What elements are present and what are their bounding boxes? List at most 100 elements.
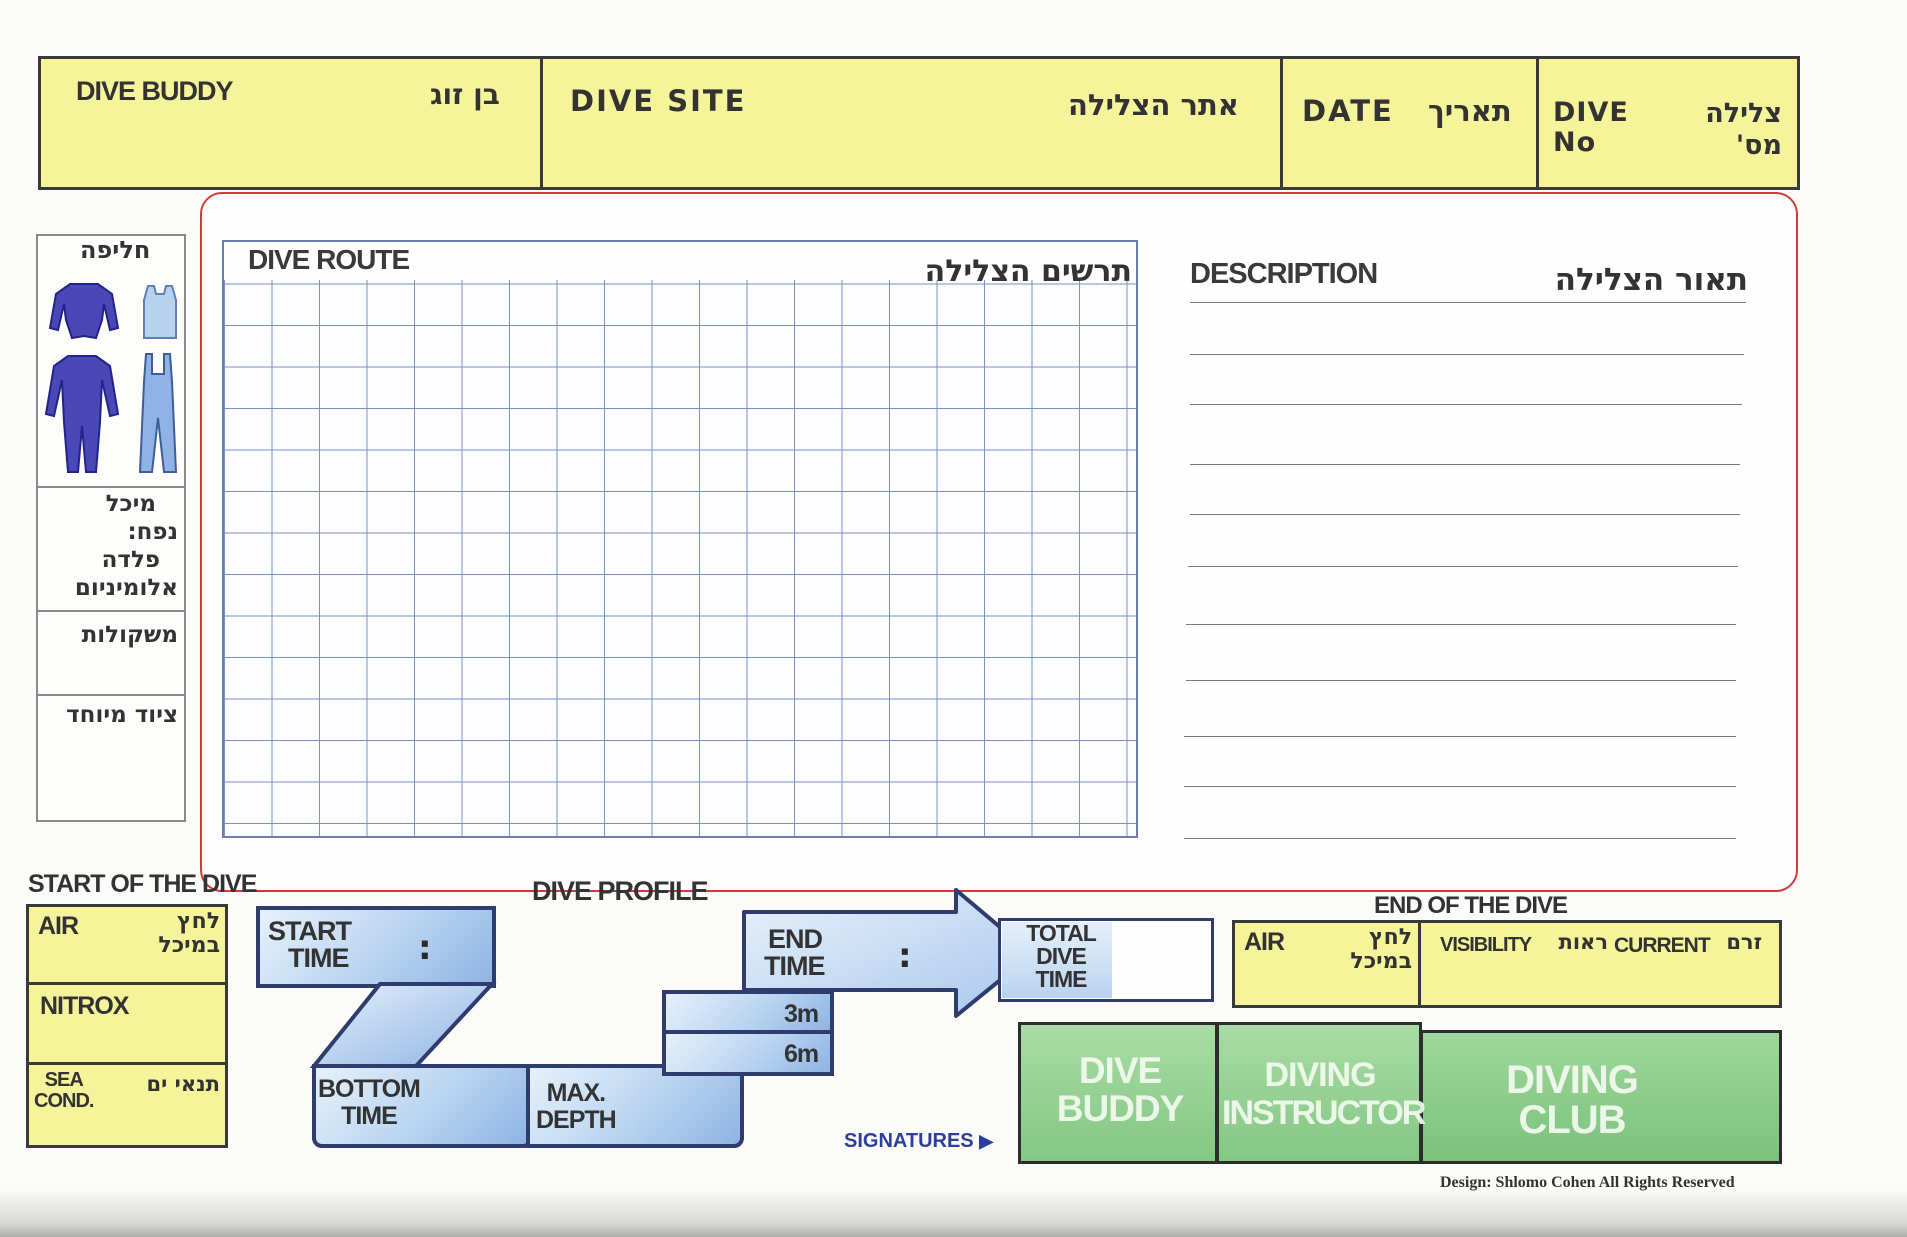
diving-club-signature-line2: CLUB [1518,1098,1626,1142]
end-time-arrow[interactable] [740,886,1040,1022]
description-line [1190,302,1746,303]
equipment-divider-1 [38,486,184,488]
special-equipment-label: ציוד מיוחד [66,702,178,728]
tank-steel-label: פלדה [101,547,160,573]
max-depth-box[interactable] [526,1064,744,1148]
dive-no-label: DIVE No [1553,98,1629,158]
dive-route-label-he: תרשים הצלילה [924,254,1132,289]
vest-icon [143,285,177,339]
current-label: CURRENT [1614,934,1711,957]
total-dive-time-label-line1: TOTAL [1026,920,1097,946]
design-credit: Design: Shlomo Cohen All Rights Reserved [1440,1174,1735,1191]
end-air-label-he: לחץ במיכל [1320,926,1412,974]
visibility-current-field[interactable] [1426,966,1776,1002]
arrow-right-icon: ▶ [979,1131,994,1151]
tank-volume-label: נפח: [127,519,178,545]
dive-route-grid[interactable] [222,240,1138,838]
dive-buddy-signature-label: DIVE BUDDY [1040,1052,1200,1128]
max-depth-label-line2: DEPTH [536,1106,617,1134]
descent-path [309,982,497,1068]
diving-instructor-signature-line2: INSTRUCTOR [1222,1094,1426,1132]
description-label: DESCRIPTION [1190,258,1378,290]
description-field[interactable] [1186,300,1746,840]
dive-no-label-he: צלילה מס' [1686,98,1782,162]
total-dive-time-label-line3: TIME [1035,966,1088,992]
start-time-label-line2: TIME [288,943,350,973]
description-line [1186,680,1736,681]
wetsuit-full-icon [44,355,120,473]
paper-edge-shadow [0,1190,1907,1237]
date-label: DATE [1302,94,1394,128]
header-bar [38,56,1800,190]
end-air-label-he-line1: לחץ [1369,925,1412,950]
dive-site-label-he: אתר הצלילה [1068,88,1239,122]
end-air-label-he-line2: במיכל [1350,949,1412,974]
description-line [1186,624,1736,625]
end-time-label-line2: TIME [764,951,825,981]
nitrox-field[interactable] [34,1024,220,1058]
dive-no-label-he-line2: מס' [1735,130,1782,161]
max-depth-label: MAX. DEPTH [536,1080,617,1134]
sea-cond-label-line1: SEA [44,1069,84,1091]
end-of-dive-title: END OF THE DIVE [1374,892,1568,919]
dive-route-label: DIVE ROUTE [248,244,410,275]
bottom-time-box[interactable] [312,1064,530,1148]
diving-instructor-signature-line1: DIVING [1264,1056,1376,1094]
description-line [1190,404,1742,405]
description-label-he: תאור הצלילה [1554,262,1748,298]
header-divider-2 [1280,58,1283,188]
dive-no-label-line1: DIVE [1553,97,1629,128]
end-air-field[interactable] [1240,976,1412,1002]
sea-cond-field[interactable] [34,1114,220,1142]
header-divider-1 [540,58,543,188]
suit-label: חליפה [80,236,151,264]
bottom-time-label-line1: BOTTOM [318,1075,421,1103]
description-line [1190,354,1744,355]
description-line [1184,786,1736,787]
signatures-text: SIGNATURES [844,1130,974,1152]
diving-club-signature-line1: DIVING [1506,1058,1639,1102]
start-of-dive-title: START OF THE DIVE [28,870,257,898]
stop-6m-label: 6m [784,1040,819,1068]
dive-buddy-signature[interactable] [1018,1022,1218,1164]
end-time-label: END TIME [764,926,825,980]
weights-label: משקולות [81,622,178,648]
dive-route-header [224,242,1136,280]
end-time-label-line1: END [768,924,823,954]
visibility-label-he: ראות [1558,930,1609,954]
description-line [1184,736,1736,737]
total-dive-time-label: TOTAL DIVE TIME [1016,922,1106,991]
total-dive-time-label-line2: DIVE [1036,943,1087,969]
start-time-colon: : [418,928,432,968]
farmer-john-icon [138,353,178,473]
total-dive-time-tab [1002,922,1112,998]
start-air-label-he-line1: לחץ [177,909,220,934]
end-time-colon: : [898,936,912,976]
diving-instructor-signature[interactable] [1216,1022,1422,1164]
description-line [1188,566,1738,567]
end-divider [1418,922,1421,1006]
start-of-dive-panel [26,904,228,1148]
description-line [1190,464,1740,465]
start-air-field[interactable] [34,958,220,980]
date-field[interactable] [1296,136,1522,180]
dive-buddy-signature-line1: DIVE [1078,1050,1162,1091]
description-line [1190,514,1740,515]
dive-no-label-line2: No [1553,127,1597,158]
sea-cond-label-he: תנאי ים [146,1072,220,1096]
tank-label-line1: מיכל [105,491,156,517]
dive-site-field[interactable] [560,126,1260,178]
tank-label: מיכל נפח: פלדה אלומיניום [50,490,178,602]
equipment-divider-2 [38,610,184,612]
dive-no-label-he-line1: צלילה [1705,98,1782,129]
tank-aluminum-label: אלומיניום [74,575,178,601]
visibility-label: VISIBILITY [1440,934,1532,956]
sea-cond-label-line2: COND. [34,1090,94,1112]
signatures-label: SIGNATURES ▶ [844,1130,993,1153]
start-time-label-line1: START [268,916,352,946]
dive-buddy-signature-line2: BUDDY [1056,1088,1185,1129]
start-divider-2 [28,1062,226,1065]
diving-club-signature[interactable] [1420,1030,1782,1164]
dive-buddy-field[interactable] [60,118,520,174]
end-air-label: AIR [1244,928,1285,956]
